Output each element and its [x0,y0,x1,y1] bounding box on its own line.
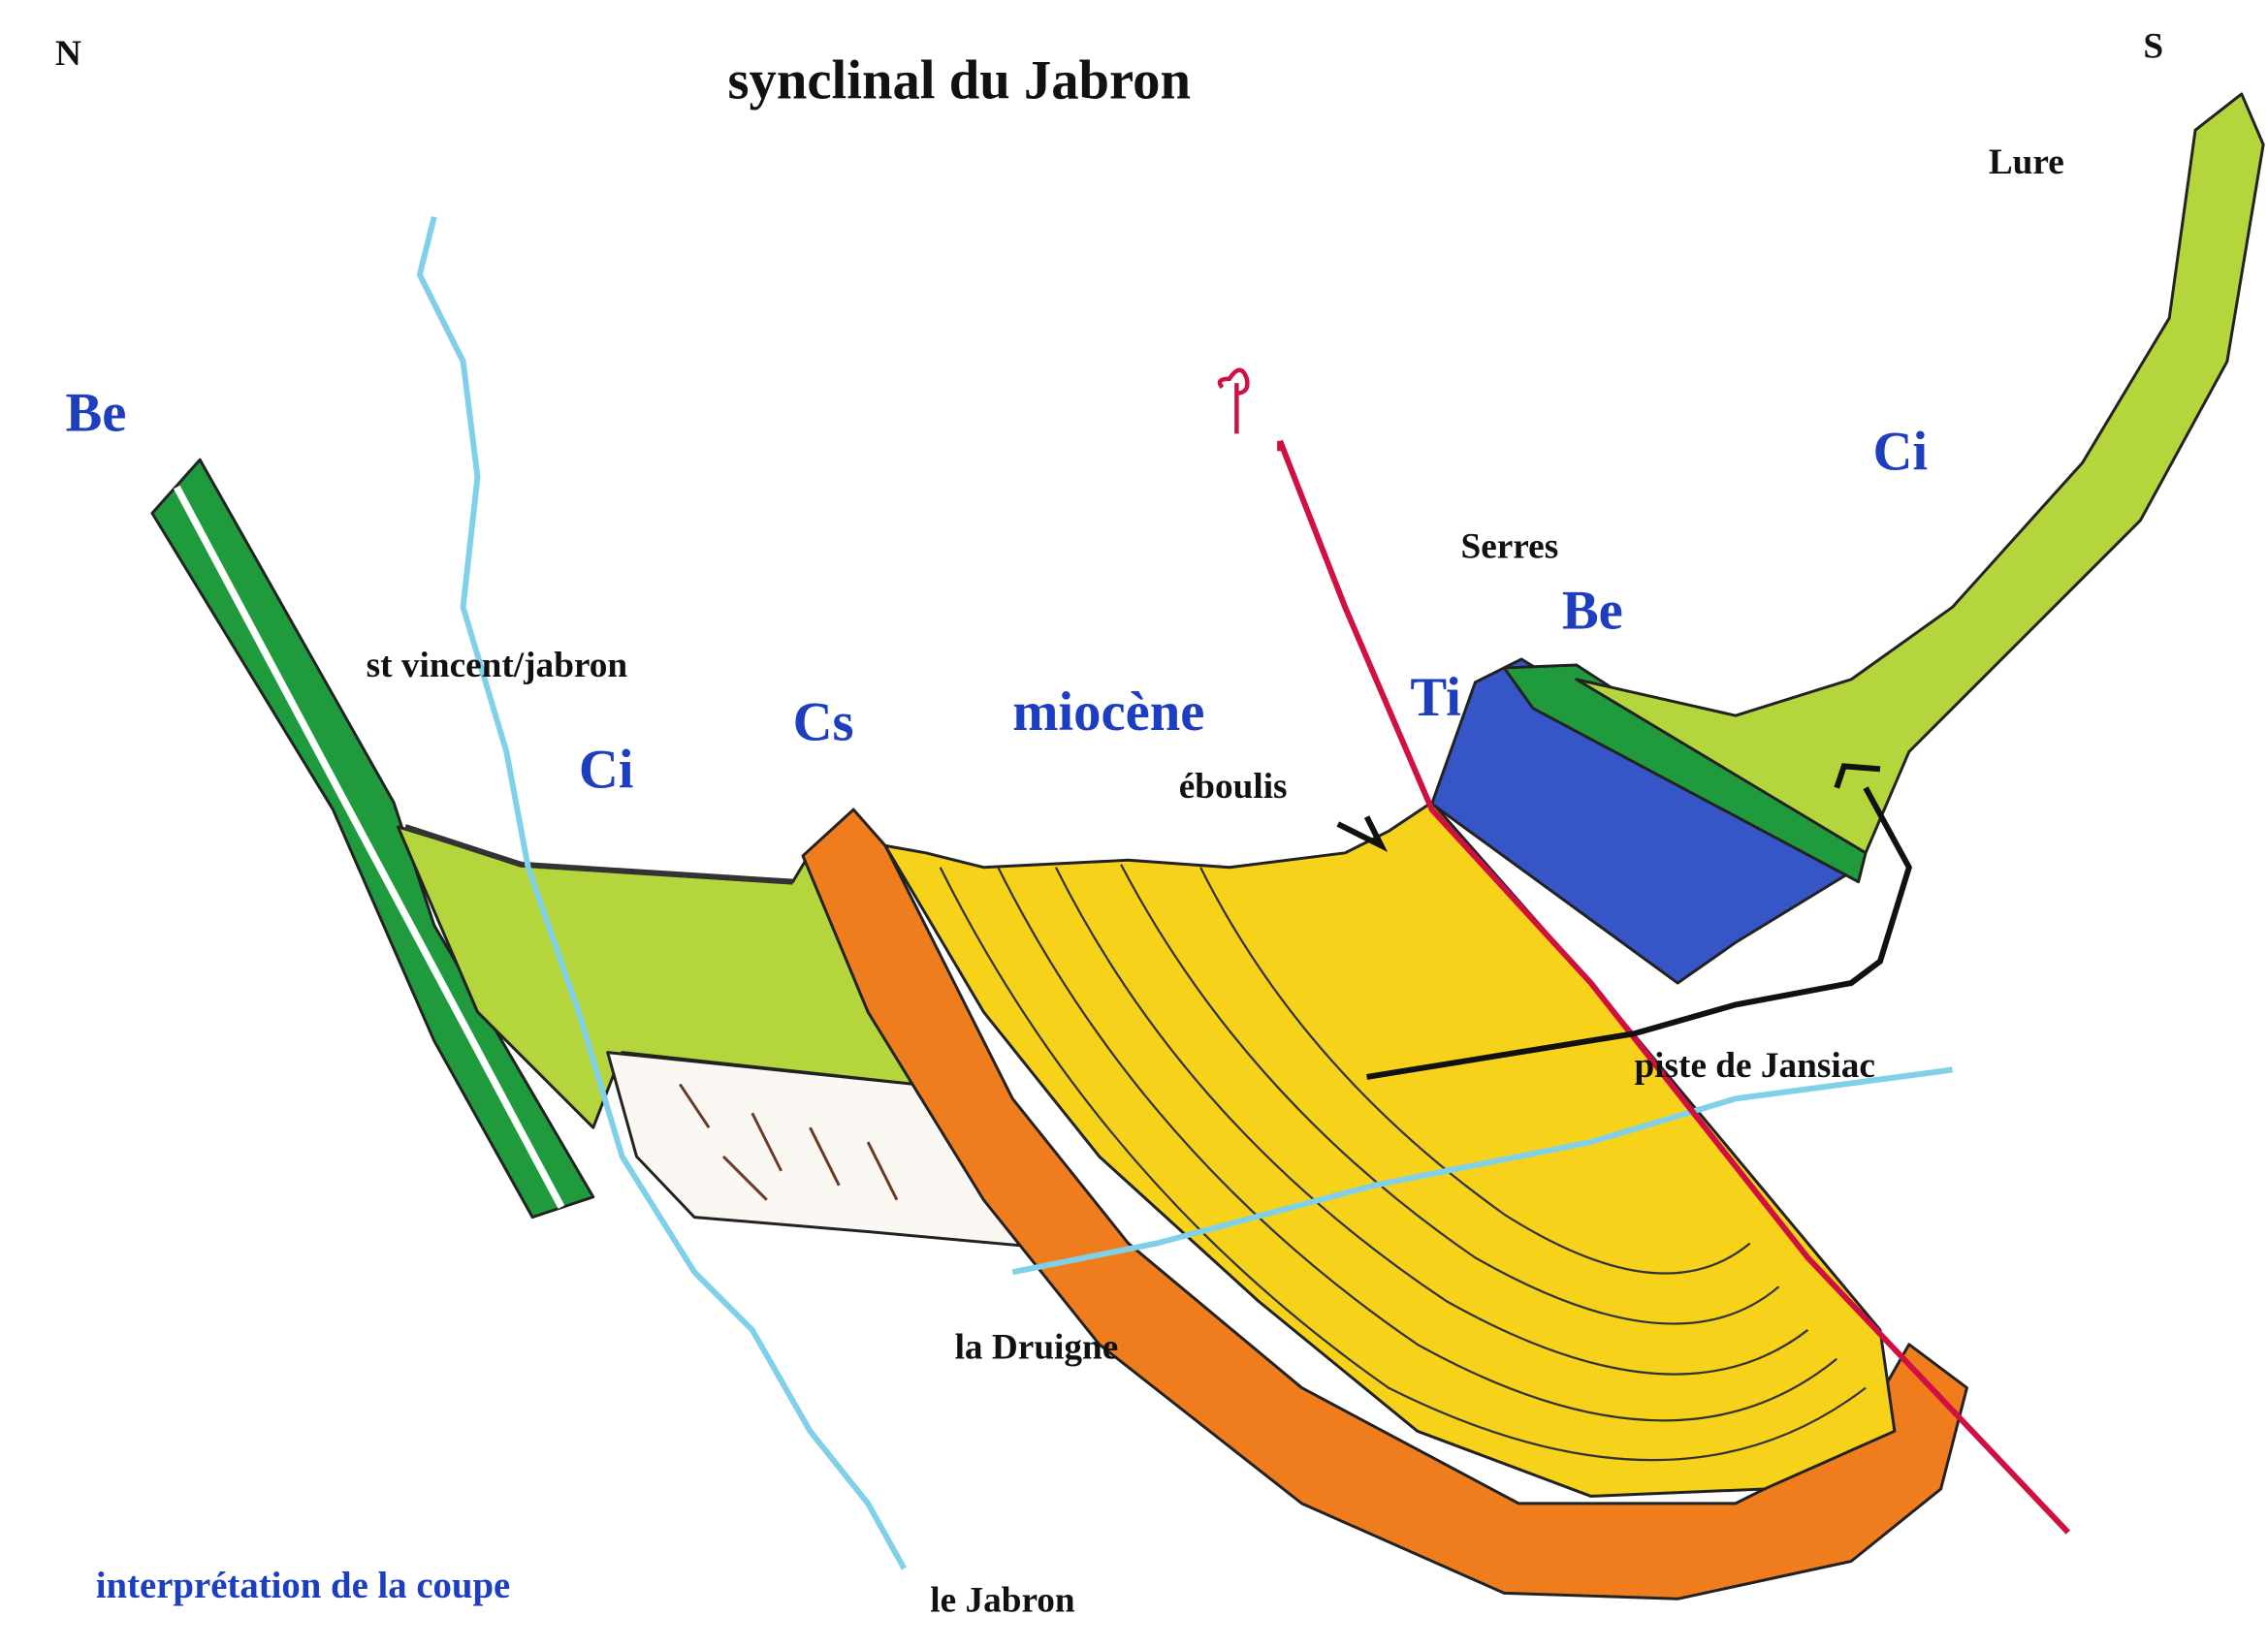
caption: interprétation de la coupe [96,1565,510,1606]
south-label: S [2143,27,2163,67]
river-druigne [1011,1066,1953,1276]
road-arrowhead [1834,763,1881,789]
river-jabron [416,215,908,1570]
ci-right-layer [1575,92,2265,855]
miocene-bedding [939,864,1867,1462]
be-left-layer [150,458,595,1220]
label-le-jabron: le Jabron [930,1581,1075,1621]
label-serres: Serres [1461,527,1559,567]
label-ti: Ti [1410,668,1461,728]
fault-line [1277,439,2070,1535]
label-piste: piste de Jansiac [1634,1046,1874,1086]
label-ci-left: Ci [579,741,634,801]
eboulis-arrow [1336,815,1389,853]
road-piste [1366,786,1913,1080]
label-eboulis: éboulis [1179,767,1288,807]
label-be-right: Be [1562,582,1623,642]
be-right-layer [1502,663,1868,884]
label-lure: Lure [1989,143,2064,182]
cs-layer [801,808,1968,1600]
north-label: N [55,34,81,74]
label-be-left: Be [65,383,126,443]
label-cs: Cs [793,693,854,753]
label-miocene: miocène [1012,682,1204,743]
label-ci-right: Ci [1873,423,1929,483]
label-st-vincent: st vincent/jabron [367,646,628,685]
be-left-bedding [174,485,565,1209]
scree-marks [679,1083,899,1201]
label-la-druigne: la Druigne [955,1328,1119,1368]
diagram-title: synclinal du Jabron [727,50,1191,111]
fault-symbol [1217,367,1250,434]
miocene-layer [883,801,1897,1498]
